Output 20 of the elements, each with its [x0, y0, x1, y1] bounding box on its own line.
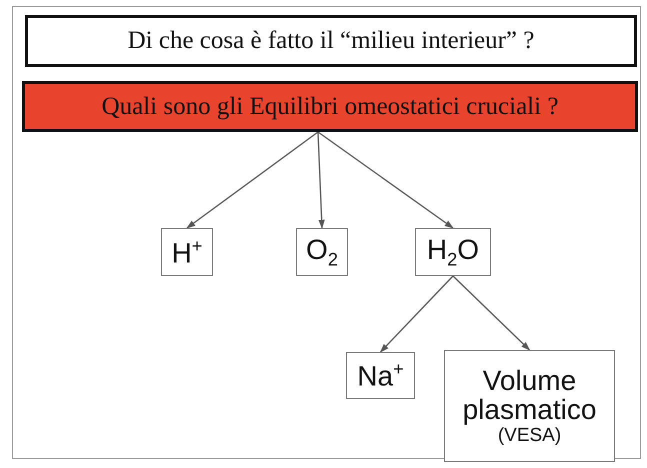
element-box [161, 228, 213, 276]
concept-box [444, 350, 615, 462]
arrow [317, 132, 325, 229]
label-text: H$^{+}$ [172, 236, 202, 268]
arrow [380, 276, 454, 353]
abbreviation-text: (VESA) [498, 426, 562, 446]
question-text: Di che cosa è fatto il “milieu interieur” ? [128, 27, 534, 55]
question-box [22, 81, 638, 132]
arrow [452, 276, 530, 351]
arrow [318, 131, 454, 229]
element-box [415, 228, 491, 276]
question-box [25, 15, 637, 67]
label-text: Volume plasmatico [462, 366, 598, 424]
label-text: H$_{2}$O [426, 234, 480, 270]
label-text: Na$^{+}$ [357, 360, 404, 391]
arrow [186, 131, 318, 229]
element-box [346, 352, 415, 399]
question-text: Quali sono gli Equilibri omeostatici cruciali ? [102, 92, 558, 120]
label-text: O$_{2}$ [306, 234, 338, 270]
element-box [296, 228, 348, 276]
